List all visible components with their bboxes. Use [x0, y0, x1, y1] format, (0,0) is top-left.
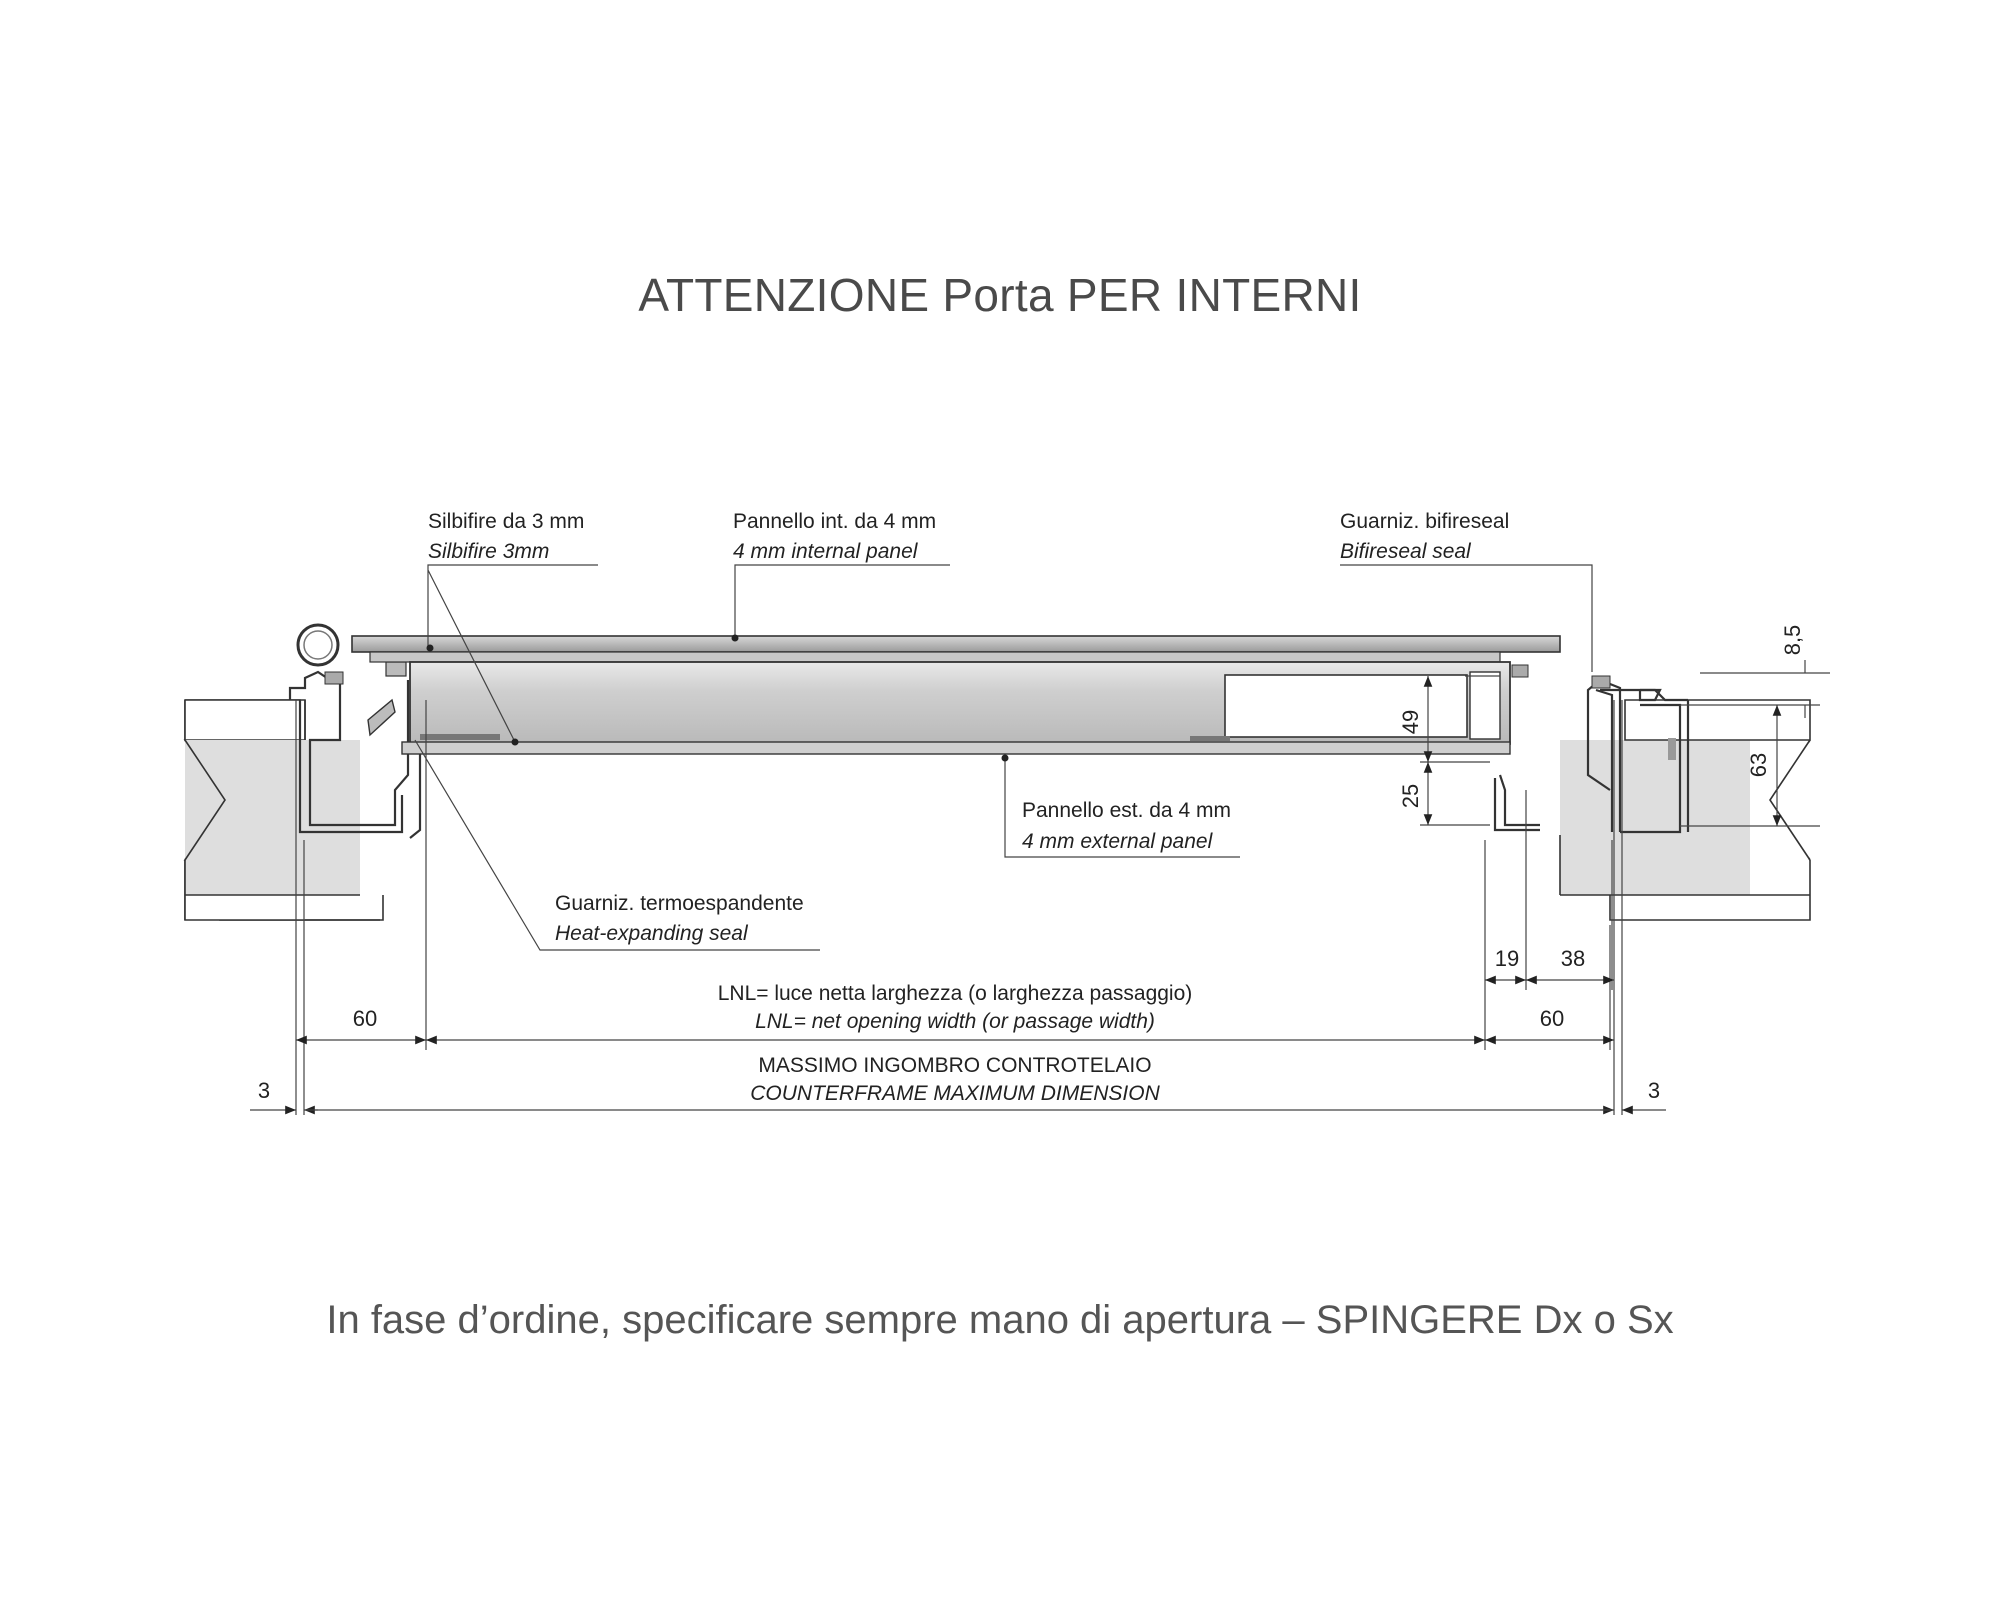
dim-63: 63: [1746, 753, 1771, 777]
left-wall: [183, 699, 384, 921]
internal-panel-label-en: 4 mm internal panel: [733, 540, 919, 563]
heat-seal-label-it: Guarniz. termoespandente: [555, 892, 804, 915]
right-wall: [1559, 699, 1811, 921]
dim-49: 49: [1398, 710, 1423, 734]
dim-right-60: 60: [1540, 1006, 1564, 1031]
dim-left-60: 60: [353, 1006, 377, 1031]
callout-leaders: [414, 564, 1593, 951]
external-panel-label-it: Pannello est. da 4 mm: [1022, 799, 1231, 822]
internal-panel-label-it: Pannello int. da 4 mm: [733, 510, 936, 533]
right-frame-profile: [1493, 664, 1690, 834]
external-panel-label-en: 4 mm external panel: [1022, 830, 1214, 853]
silbifire-label-en: Silbifire 3mm: [428, 540, 549, 563]
dim-right-3: 3: [1648, 1078, 1660, 1103]
left-frame-profile: [288, 623, 422, 839]
door-leaf: [351, 635, 1561, 755]
bifireseal-label-en: Bifireseal seal: [1340, 540, 1472, 563]
page-title: ATTENZIONE Porta PER INTERNI: [638, 269, 1362, 321]
extension-lines: [295, 672, 1830, 1115]
silbifire-label-it: Silbifire da 3 mm: [428, 510, 584, 533]
max-dimension-label-it: MASSIMO INGOMBRO CONTROTELAIO: [758, 1054, 1151, 1077]
max-dimension-label-en: COUNTERFRAME MAXIMUM DIMENSION: [750, 1082, 1160, 1105]
dim-8-5: 8,5: [1780, 625, 1805, 656]
dim-38: 38: [1561, 946, 1585, 971]
dim-left-3: 3: [258, 1078, 270, 1103]
dim-19: 19: [1495, 946, 1519, 971]
lnl-label-en: LNL= net opening width (or passage width…: [755, 1010, 1155, 1033]
lnl-label-it: LNL= luce netta larghezza (o larghezza p…: [718, 982, 1193, 1005]
order-note: In fase d’ordine, specificare sempre man…: [326, 1298, 1674, 1342]
heat-seal-label-en: Heat-expanding seal: [555, 922, 749, 945]
dimension-lines: [250, 660, 1806, 1115]
dim-25: 25: [1398, 784, 1423, 808]
bifireseal-label-it: Guarniz. bifireseal: [1340, 510, 1509, 533]
